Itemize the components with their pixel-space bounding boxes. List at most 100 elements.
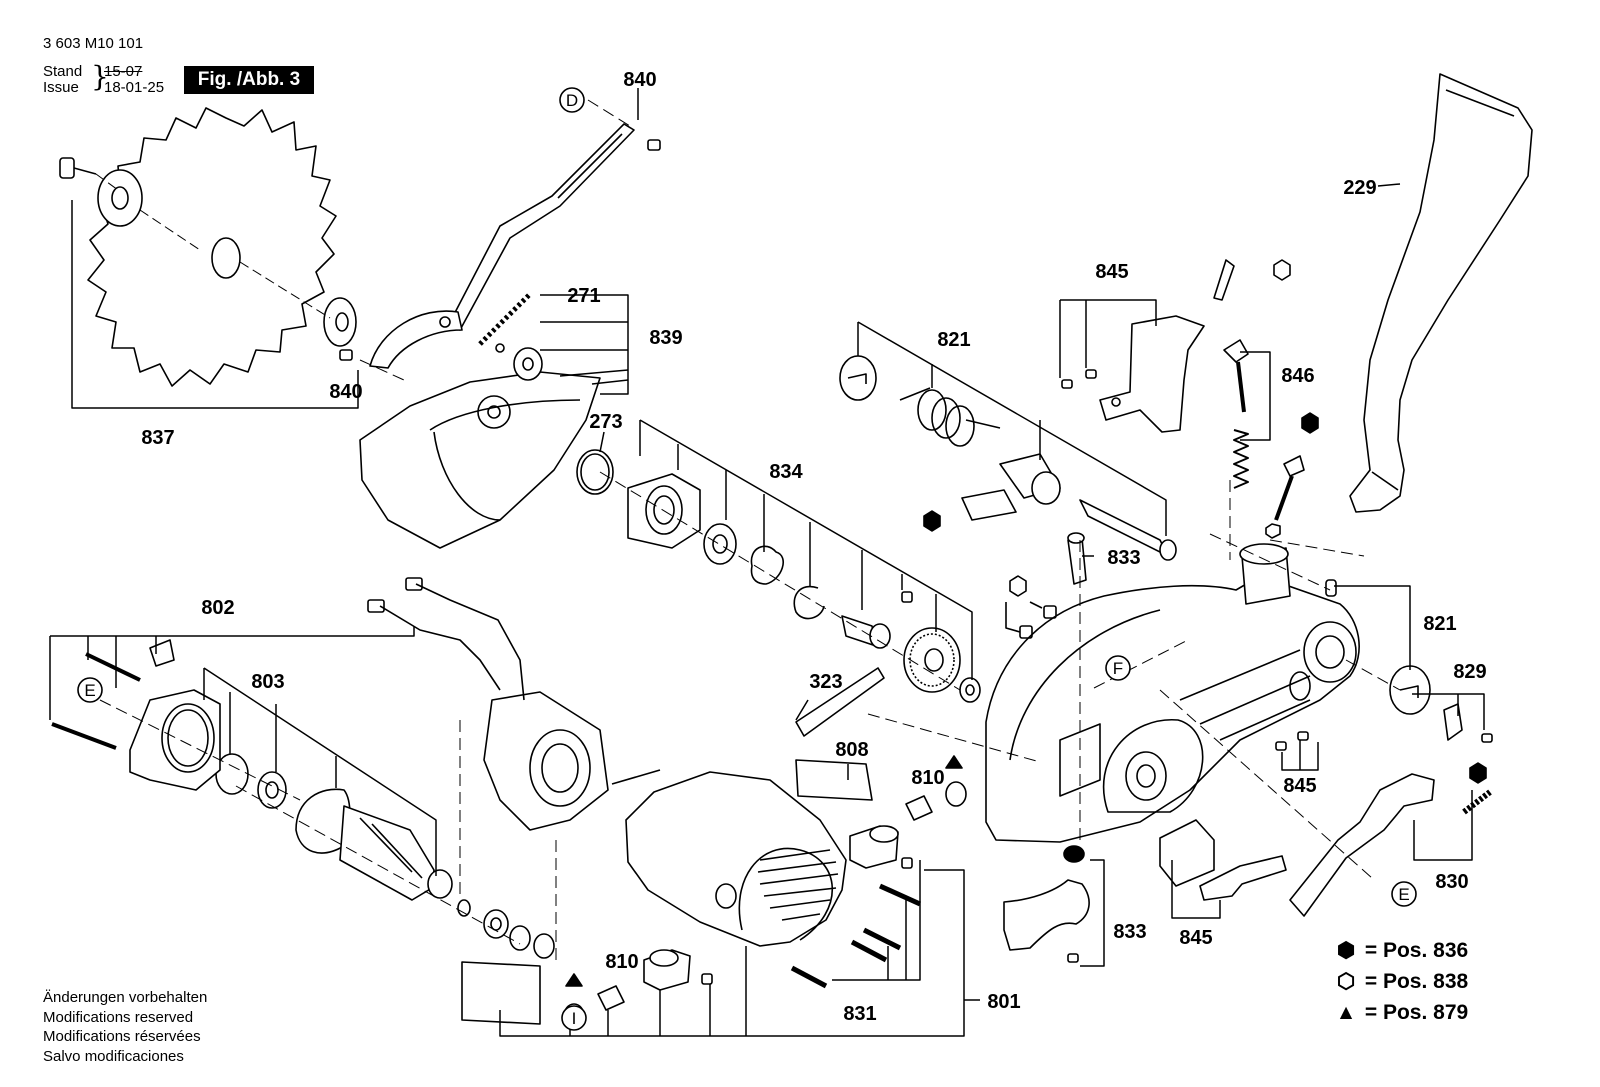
ref-circle-d: [559, 87, 585, 113]
armature-bearing-left: [257, 771, 287, 809]
part-839: 839: [649, 327, 682, 349]
exhaust-port: [1239, 543, 1291, 605]
hex-symbol-836: [923, 510, 941, 532]
legend-row-838: ⬡ = Pos. 838: [1333, 970, 1468, 994]
ref-letter-e-left: E: [84, 681, 95, 700]
part-833-bottom: 833: [1113, 921, 1146, 943]
hex-outline-icon: ⬡: [1336, 970, 1356, 993]
pivot-sleeve: [999, 453, 1061, 505]
blade-flange: [97, 169, 143, 227]
part-833-top: 833: [1107, 547, 1140, 569]
ref-letter-d: D: [566, 91, 578, 110]
pin-821: [1325, 579, 1337, 597]
note-en: Modifications reserved: [43, 1008, 194, 1026]
figure-label: Fig. /Abb. 3: [184, 66, 314, 94]
guard-spring: [478, 292, 532, 346]
legend-text: Pos. 836: [1382, 939, 1469, 962]
motor-label-plate: [461, 759, 873, 1025]
part-845-bottom: 845: [1179, 927, 1212, 949]
guard-screw: [339, 139, 661, 361]
lock-clip-829: [1443, 703, 1493, 743]
legend-row-836: ⬢ = Pos. 836: [1333, 939, 1468, 963]
brush-holder-top: [849, 825, 913, 869]
guard-pin-833: [1067, 532, 1087, 585]
part-834: 834: [769, 461, 803, 483]
motor-cap-flange: [1289, 621, 1357, 701]
housing-screws: [790, 883, 922, 989]
right-retainer: [1389, 665, 1431, 715]
modifications-notes: Änderungen vorbehalten Modifications res…: [43, 988, 207, 1066]
doc-number: 3 603 M10 101: [43, 35, 144, 52]
part-845-top: 845: [1095, 261, 1128, 283]
motor-end-cap: [129, 689, 221, 791]
part-229: 229: [1343, 177, 1376, 199]
gear-housing: [985, 575, 1360, 843]
stand-date: 15-07: [104, 63, 143, 80]
ball-bearing: [703, 523, 737, 565]
note-fr: Modifications réservées: [43, 1028, 201, 1045]
pivot-shaft: [1079, 499, 1177, 561]
part-837: 837: [141, 427, 174, 449]
issue-label: Issue: [43, 79, 79, 96]
part-830: 830: [1435, 871, 1468, 893]
legend-equals: =: [1364, 939, 1378, 962]
carbon-brush-top: [905, 781, 967, 821]
hex-filled-icon: ⬢: [1336, 939, 1356, 962]
spindle-shaft: [841, 615, 891, 649]
part-810-bottom: 810: [605, 951, 638, 973]
ref-circle-e-right: [1391, 881, 1417, 907]
bracket-screws-lower: [1275, 731, 1309, 751]
part-840-top: 840: [623, 69, 656, 91]
part-821-top: 821: [937, 329, 970, 351]
part-846: 846: [1281, 365, 1314, 387]
circlip: [793, 585, 825, 620]
note-de: Änderungen vorbehalten: [43, 989, 208, 1006]
triangle-879-bottom: [565, 973, 583, 987]
ref-letter-i: I: [572, 1009, 577, 1028]
compression-spring: [1233, 429, 1249, 489]
brush-holder-bottom: [643, 949, 713, 991]
blade-bolt: [59, 157, 97, 179]
part-831: 831: [843, 1003, 876, 1025]
legend-text: Pos. 879: [1382, 1001, 1469, 1024]
part-821-right: 821: [1423, 613, 1456, 635]
issue-date: 18-01-25: [104, 79, 165, 96]
handle-bracket: [1099, 315, 1205, 433]
field-wires: [367, 577, 525, 701]
hex-symbol-836-lever: [1469, 762, 1487, 784]
cap-screw: [1265, 455, 1305, 539]
dust-chute: [1349, 73, 1533, 513]
hex-outline-838-top: [1273, 259, 1291, 281]
brace-symbol: }: [91, 60, 109, 93]
assembly-lines: [99, 99, 1401, 960]
lever-spring: [1462, 789, 1492, 815]
wave-washer: [750, 545, 785, 585]
part-829: 829: [1453, 661, 1486, 683]
ref-letter-f: F: [1113, 659, 1123, 678]
pivot-retainer: [839, 355, 877, 401]
legend-text: Pos. 838: [1382, 970, 1469, 993]
note-es: Salvo modificaciones: [43, 1047, 184, 1065]
cable-clamps: [1005, 601, 1057, 639]
adhesive-label: [961, 489, 1017, 521]
armature-bearing-right: [457, 899, 555, 959]
blade-guard: [359, 371, 601, 549]
hex-symbol-836-right: [1301, 412, 1319, 434]
drive-gear: [903, 627, 961, 693]
part-803: 803: [251, 671, 284, 693]
triangle-879-top: [945, 755, 963, 769]
inner-flange: [323, 297, 357, 347]
guard-roller: [495, 343, 543, 381]
field-stator: [483, 691, 661, 831]
saw-blade: [87, 107, 337, 387]
part-802: 802: [201, 597, 234, 619]
legend-equals: =: [1364, 1001, 1378, 1024]
lower-bracket-left: [1159, 819, 1215, 887]
part-808: 808: [835, 739, 868, 761]
ref-circle-e-left: [77, 677, 103, 703]
ref-circle-i: [561, 1005, 587, 1031]
triangle-icon: ▲: [1335, 1001, 1357, 1024]
legend-equals: =: [1364, 970, 1378, 993]
lock-lever-830: [1289, 773, 1435, 917]
